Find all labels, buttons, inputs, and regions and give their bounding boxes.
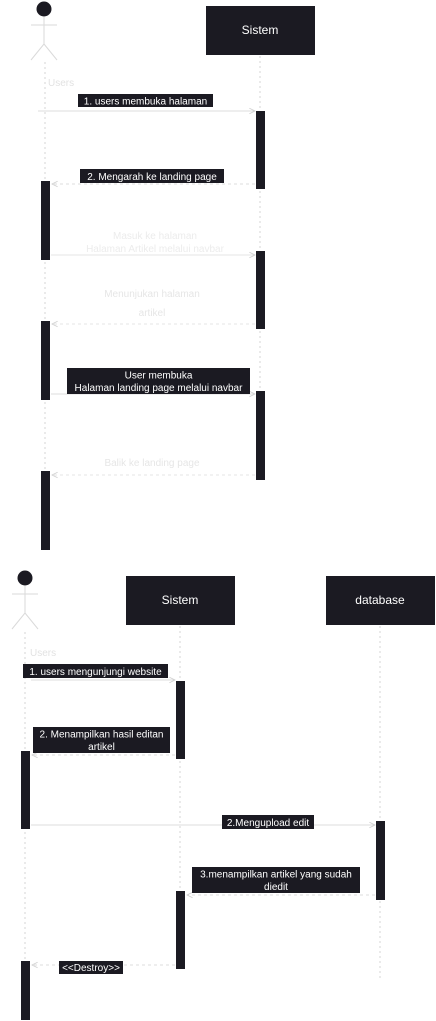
message-label: <<Destroy>>	[62, 963, 120, 974]
message-label: 2.Mengupload edit	[227, 818, 310, 829]
actor-leg-left	[30, 43, 45, 61]
actor-label: Users	[48, 78, 74, 89]
actor-users: Users	[30, 1, 74, 89]
message-4: Menunjukan halaman artikel	[52, 289, 255, 324]
message-1: 1. users mengunjungi website	[23, 664, 175, 680]
message-label-line2: diedit	[264, 882, 288, 893]
activation-users-2	[41, 321, 50, 400]
message-1: 1. users membuka halaman	[38, 94, 255, 111]
actor-head	[36, 1, 52, 17]
participant-label: database	[355, 593, 405, 607]
message-label-line2: Halaman landing page melalui navbar	[75, 383, 244, 394]
activation-users-1	[41, 181, 50, 260]
participant-box	[206, 6, 315, 55]
message-label-line2: Halaman Artikel melalui navbar	[86, 244, 225, 255]
message-label-line1: 2. Menampilkan hasil editan	[40, 730, 164, 741]
message-label-line1: Masuk ke halaman	[113, 231, 197, 242]
message-label-line1: User membuka	[125, 371, 193, 382]
message-3: 2.Mengupload edit	[31, 815, 375, 829]
activation-sistem-1	[176, 681, 185, 759]
activation-sistem-2	[256, 251, 265, 329]
message-label: 1. users mengunjungi website	[29, 667, 162, 678]
message-label-line1: 3.menampilkan artikel yang sudah	[200, 870, 352, 881]
participant-box	[126, 576, 235, 625]
message-4: 3.menampilkan artikel yang sudah diedit	[187, 867, 375, 895]
message-label-line2: artikel	[139, 308, 166, 319]
message-label-line1: Menunjukan halaman	[104, 289, 200, 300]
participant-sistem: Sistem	[126, 576, 235, 625]
actor-users: Users	[11, 570, 56, 659]
actor-head	[17, 570, 33, 586]
diagram-2: Users Sistem database 1. users mengunjun…	[11, 570, 435, 1020]
message-label-line2: artikel	[88, 742, 115, 753]
message-label: 1. users membuka halaman	[84, 97, 207, 108]
actor-leg-right	[43, 43, 58, 61]
message-label: 2. Mengarah ke landing page	[87, 172, 217, 183]
activation-users-2	[21, 961, 30, 1020]
activation-database-1	[376, 821, 385, 900]
activation-sistem-2	[176, 891, 185, 969]
actor-leg-right	[24, 612, 39, 630]
message-5: User membuka Halaman landing page melalu…	[51, 368, 255, 394]
activation-sistem-3	[256, 391, 265, 480]
message-6: Balik ke landing page	[52, 458, 255, 475]
message-label: Balik ke landing page	[104, 458, 200, 469]
participant-label: Sistem	[242, 23, 279, 37]
diagram-1: Users Sistem 1. users membuka halaman 2.…	[30, 1, 315, 550]
activation-users-1	[21, 751, 30, 829]
activation-users-3	[41, 471, 50, 550]
participant-label: Sistem	[162, 593, 199, 607]
activation-sistem-1	[256, 111, 265, 189]
participant-box	[326, 576, 435, 625]
message-2: 2. Menampilkan hasil editan artikel	[32, 727, 175, 755]
participant-sistem: Sistem	[206, 6, 315, 55]
message-5: <<Destroy>>	[32, 961, 175, 974]
actor-leg-left	[11, 612, 26, 630]
actor-label: Users	[30, 648, 56, 659]
message-2: 2. Mengarah ke landing page	[52, 169, 255, 184]
participant-database: database	[326, 576, 435, 625]
message-3: Masuk ke halaman Halaman Artikel melalui…	[51, 231, 255, 255]
